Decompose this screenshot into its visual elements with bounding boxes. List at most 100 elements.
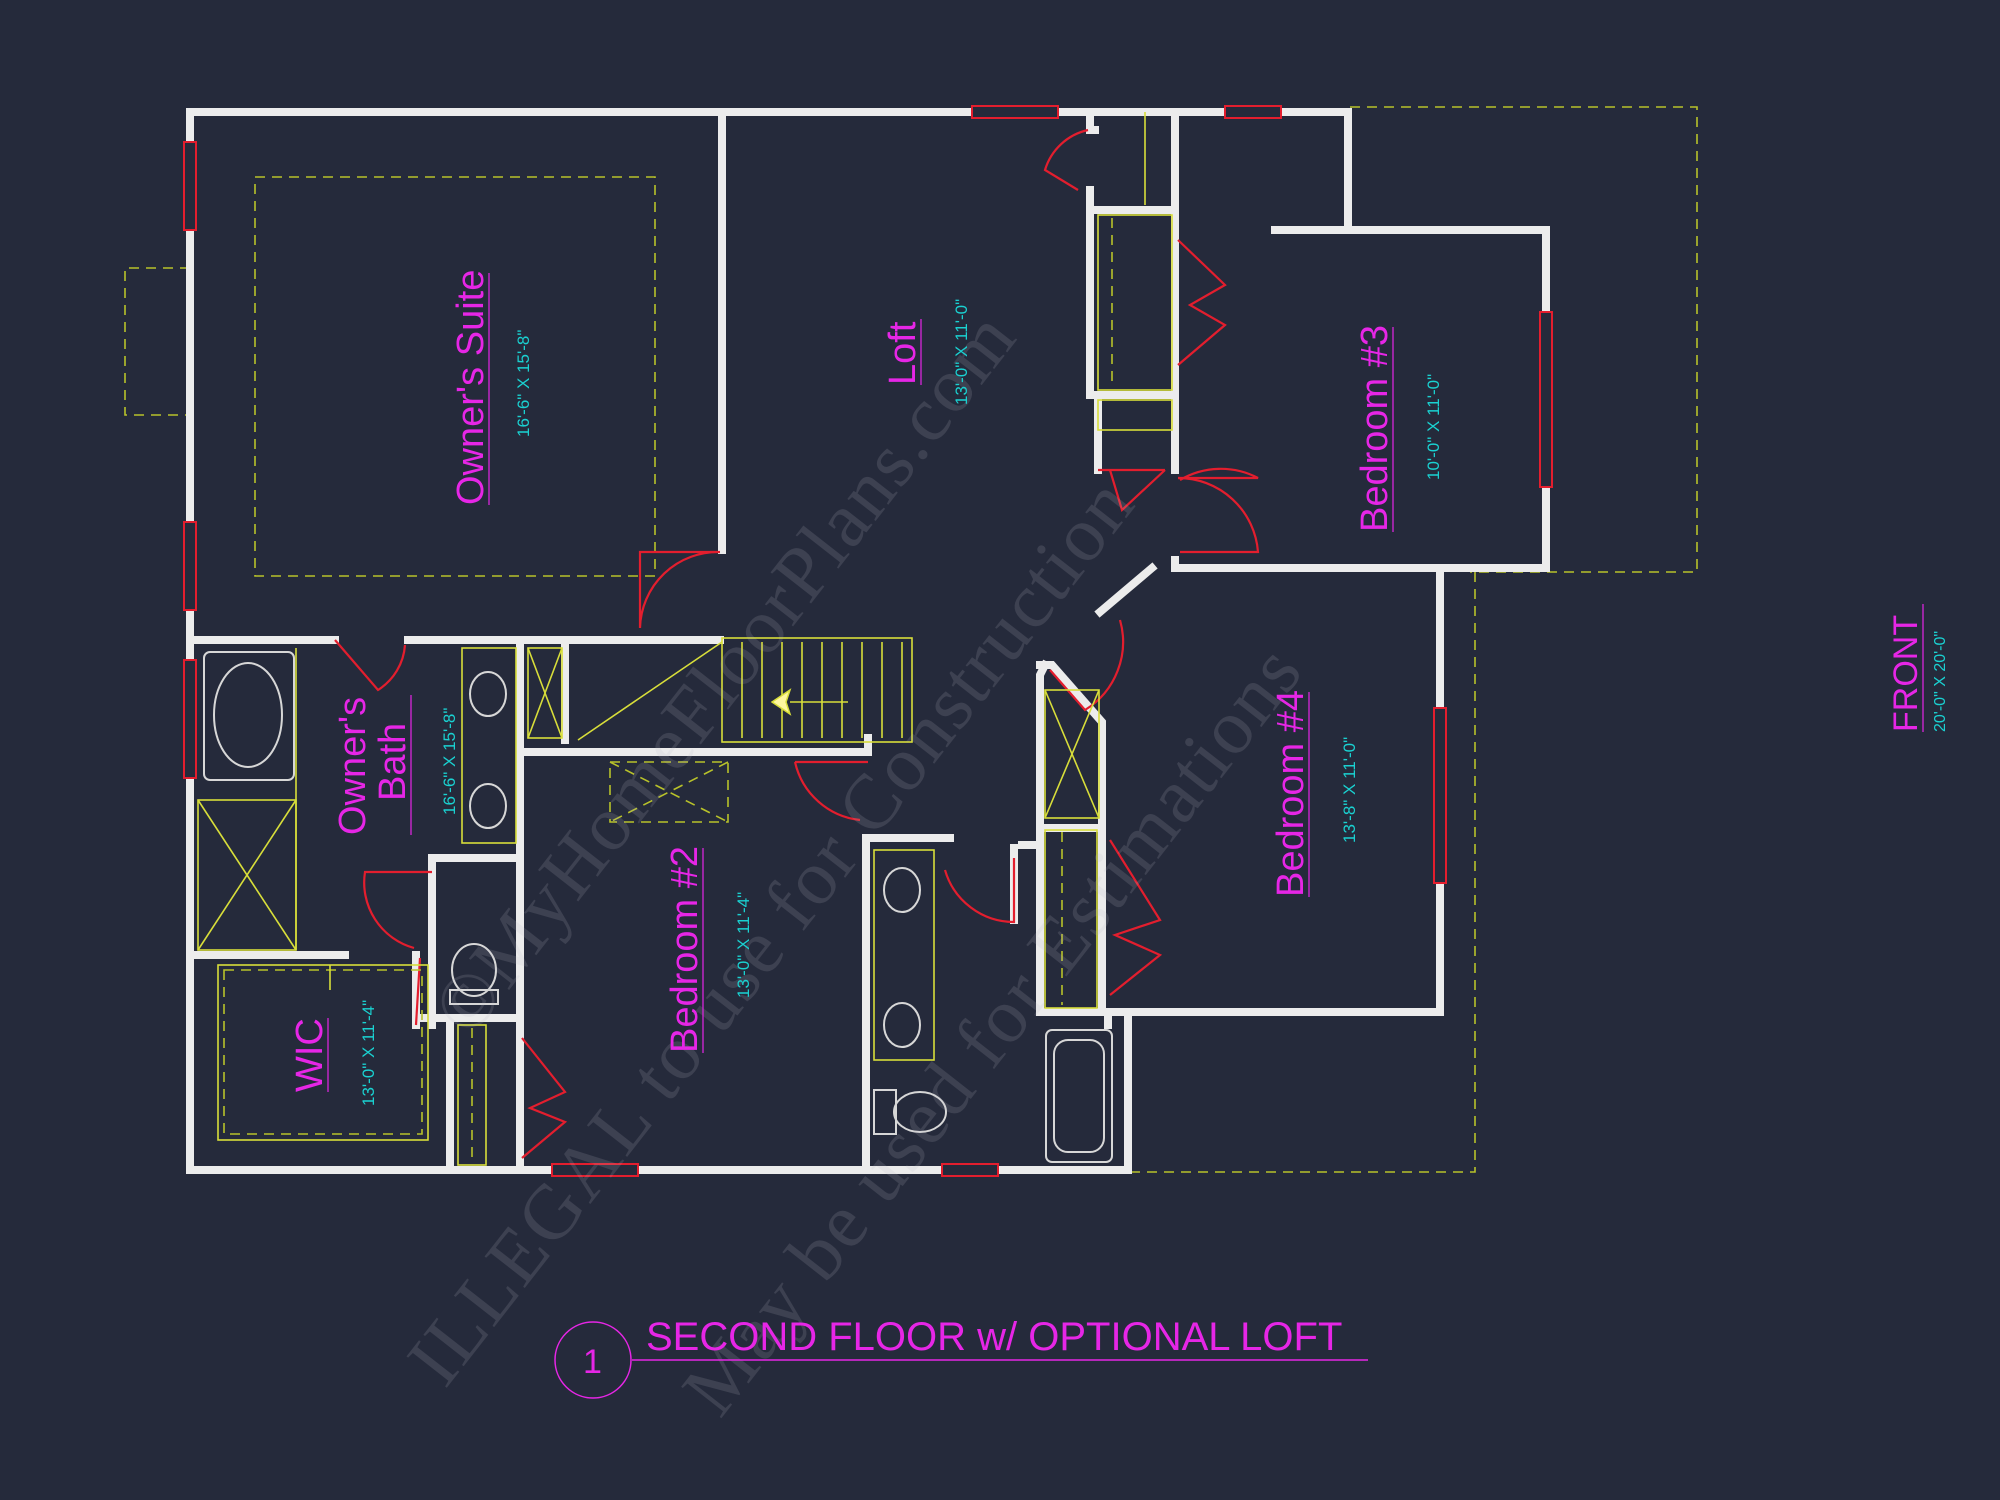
window-bath bbox=[183, 659, 197, 779]
roof-outline-lower bbox=[1130, 572, 1476, 1173]
label-owners-suite: Owner's Suite 16'-6" X 15'-8" bbox=[450, 270, 533, 505]
stair-arrow-head bbox=[770, 688, 792, 716]
attic-access-outline bbox=[609, 761, 729, 823]
bedroom3-name: Bedroom #3 bbox=[1354, 325, 1396, 532]
bedroom4-name: Bedroom #4 bbox=[1270, 690, 1312, 897]
loft-name: Loft bbox=[882, 321, 924, 385]
label-wic: WIC 13'-0" X 11'-4" bbox=[289, 1000, 378, 1106]
wic-shelf bbox=[217, 964, 429, 1141]
sink-owners-2 bbox=[469, 783, 507, 829]
bath-fixtures bbox=[197, 647, 1113, 1163]
linen-shelf bbox=[1044, 829, 1098, 1009]
stair-break-line bbox=[577, 641, 723, 741]
owners-bath-line1: Owner's bbox=[332, 697, 374, 835]
windows bbox=[183, 105, 1553, 1177]
bedroom4-dims: 13'-8" X 11'-0" bbox=[1340, 737, 1359, 843]
attic-access-cross-2 bbox=[609, 761, 729, 823]
wic-dims: 13'-0" X 11'-4" bbox=[359, 1000, 378, 1106]
vanity-hall bbox=[873, 849, 935, 1061]
window-hall-bath bbox=[941, 1163, 999, 1177]
title-number: 1 bbox=[583, 1343, 602, 1381]
title-number-circle bbox=[554, 1321, 632, 1399]
toilet-owners bbox=[451, 943, 497, 997]
title-text: SECOND FLOOR w/ OPTIONAL LOFT bbox=[646, 1315, 1342, 1359]
shower-hall bbox=[1044, 689, 1100, 819]
shower-owners-cross-2 bbox=[197, 799, 297, 951]
room-labels: Owner's Suite 16'-6" X 15'-8" Loft 13'-0… bbox=[289, 270, 1443, 1106]
door-wic-jamb bbox=[414, 957, 422, 1026]
stairs bbox=[527, 637, 913, 743]
label-bedroom3: Bedroom #3 10'-0" X 11'-0" bbox=[1354, 325, 1443, 532]
door-bedroom4 bbox=[1049, 619, 1125, 712]
stair-outline bbox=[721, 637, 913, 743]
landing-cross-2 bbox=[527, 647, 563, 739]
owners-bath-dims: 16'-6" X 15'-8" bbox=[440, 708, 459, 815]
door-closet-top bbox=[1043, 128, 1089, 191]
door-suite bbox=[638, 550, 721, 629]
toilet-owners-tank bbox=[449, 989, 499, 1005]
door-bedroom2 bbox=[793, 760, 868, 822]
door-bifold-linen bbox=[1109, 839, 1163, 996]
window-loft-1 bbox=[971, 105, 1059, 119]
door-bedroom3 bbox=[1177, 476, 1260, 554]
dashed-outlines bbox=[124, 106, 1698, 1173]
window-bedroom2 bbox=[551, 1163, 639, 1177]
closet-shelf-top bbox=[1097, 214, 1173, 391]
doors bbox=[334, 128, 1260, 1159]
wall-closet-block bbox=[1086, 108, 1179, 399]
owners-bath-line2: Bath bbox=[372, 723, 414, 801]
window-suite-2 bbox=[183, 521, 197, 611]
door-bifold-closet-bed2 bbox=[521, 1037, 568, 1159]
label-loft: Loft 13'-0" X 11'-0" bbox=[882, 299, 971, 405]
closet-shelving bbox=[217, 112, 1173, 1166]
door-bifold-closet bbox=[1177, 239, 1227, 366]
bathtub-hall bbox=[1045, 1029, 1113, 1163]
bump-out-outline bbox=[124, 267, 190, 416]
toilet-hall bbox=[893, 1091, 947, 1133]
roof-outline-right bbox=[1350, 106, 1698, 573]
owners-suite-dims: 16'-6" X 15'-8" bbox=[514, 330, 533, 437]
door-closet-lower bbox=[1098, 468, 1166, 513]
bathtub-owners bbox=[203, 651, 295, 781]
bedroom2-name: Bedroom #2 bbox=[664, 846, 706, 1053]
front-marker: FRONT 20'-0" X 20'-0" bbox=[1887, 604, 1949, 732]
door-bedroom3-leaf bbox=[1178, 467, 1259, 481]
window-bedroom3 bbox=[1539, 311, 1553, 488]
window-suite-1 bbox=[183, 141, 197, 231]
attic-access-cross-1 bbox=[609, 761, 729, 823]
sink-hall-1 bbox=[883, 867, 921, 913]
sink-owners-1 bbox=[469, 671, 507, 717]
landing-box bbox=[527, 647, 563, 739]
window-bedroom4 bbox=[1433, 707, 1447, 884]
bathtub-basin bbox=[213, 662, 283, 768]
front-label: FRONT bbox=[1887, 615, 1925, 732]
wic-rod bbox=[223, 969, 423, 1135]
wic-name: WIC bbox=[289, 1018, 331, 1092]
bathtub-hall-basin bbox=[1053, 1039, 1105, 1153]
window-loft-2 bbox=[1224, 105, 1282, 119]
wall-angled-bedroom4 bbox=[1094, 562, 1158, 618]
wall-closet-stub bbox=[1086, 108, 1099, 134]
shower-hall-cross-2 bbox=[1044, 689, 1100, 819]
walls bbox=[186, 108, 1550, 1174]
drawing-title: 1 SECOND FLOOR w/ OPTIONAL LOFT bbox=[554, 1315, 1368, 1399]
tray-ceiling-outline bbox=[254, 176, 656, 577]
closet-shelf-mid bbox=[1097, 399, 1173, 431]
sink-hall-2 bbox=[883, 1002, 921, 1048]
label-owners-bath: Owner's Bath 16'-6" X 15'-8" bbox=[332, 695, 459, 835]
door-hall-bath bbox=[943, 858, 1016, 924]
closet-bed2-shelf bbox=[457, 1024, 487, 1166]
door-wic bbox=[363, 870, 432, 950]
bedroom3-dims: 10'-0" X 11'-0" bbox=[1424, 374, 1443, 480]
door-bath bbox=[334, 639, 407, 692]
wall-linen-angled bbox=[1036, 661, 1106, 832]
loft-dims: 13'-0" X 11'-0" bbox=[952, 299, 971, 405]
front-dims: 20'-0" X 20'-0" bbox=[1932, 631, 1949, 732]
owners-suite-name: Owner's Suite bbox=[450, 270, 492, 505]
wall-toilet-room bbox=[428, 854, 518, 1029]
vanity-owners bbox=[461, 647, 517, 844]
label-bedroom2: Bedroom #2 13'-0" X 11'-4" bbox=[664, 846, 753, 1053]
